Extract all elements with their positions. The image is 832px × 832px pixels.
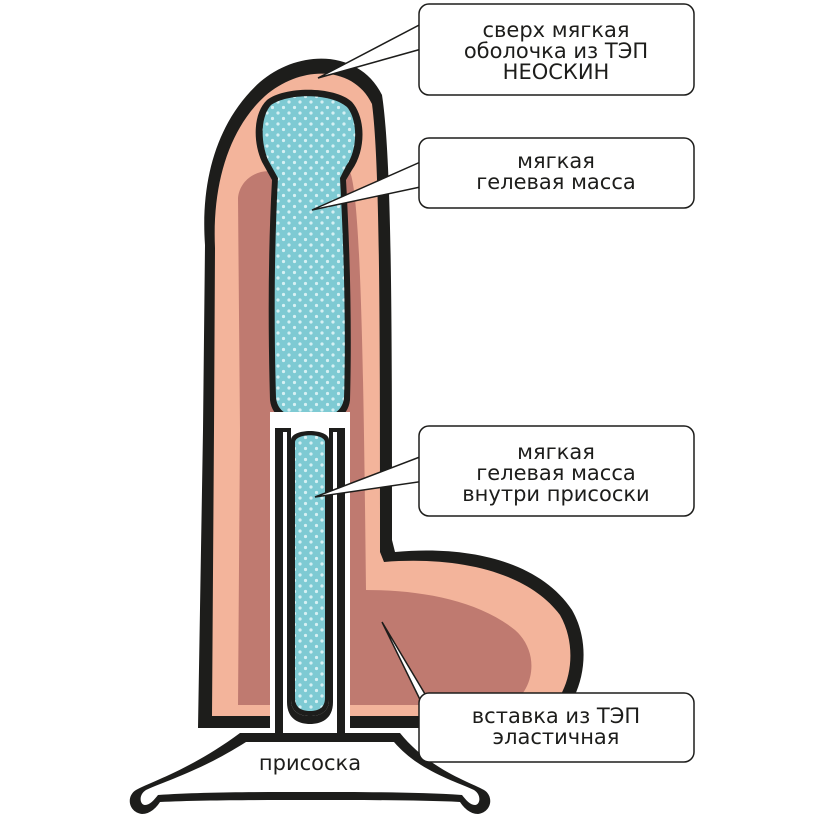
suction-cup-label: присоска: [259, 751, 361, 775]
callout-1-line-1: сверх мягкая: [483, 18, 630, 42]
callout-2-box: [418, 137, 695, 209]
suction-cup: [129, 733, 491, 814]
upper-gel-core: [262, 96, 356, 418]
callout-2-line-1: мягкая: [517, 149, 595, 173]
callout-3-line-1: мягкая: [517, 440, 595, 464]
suction-channel-walls: [275, 428, 345, 740]
callout-2-line-2: гелевая масса: [476, 170, 636, 194]
callout-3-box: [418, 425, 695, 517]
callout-1-pointer: [317, 20, 426, 79]
callout-4-line-2: эластичная: [493, 725, 620, 749]
callout-4-line-1: вставка из ТЭП: [472, 704, 640, 728]
callout-1-line-3: НЕОСКИН: [503, 60, 610, 84]
callout-3-line-2: гелевая масса: [476, 461, 636, 485]
callout-1-line-2: оболочка из ТЭП: [464, 39, 648, 63]
callout-1-box: [418, 3, 695, 96]
callout-4-box: [418, 692, 695, 763]
callout-3-line-3: внутри присоски: [462, 482, 649, 506]
lower-gel-core: [291, 431, 329, 716]
